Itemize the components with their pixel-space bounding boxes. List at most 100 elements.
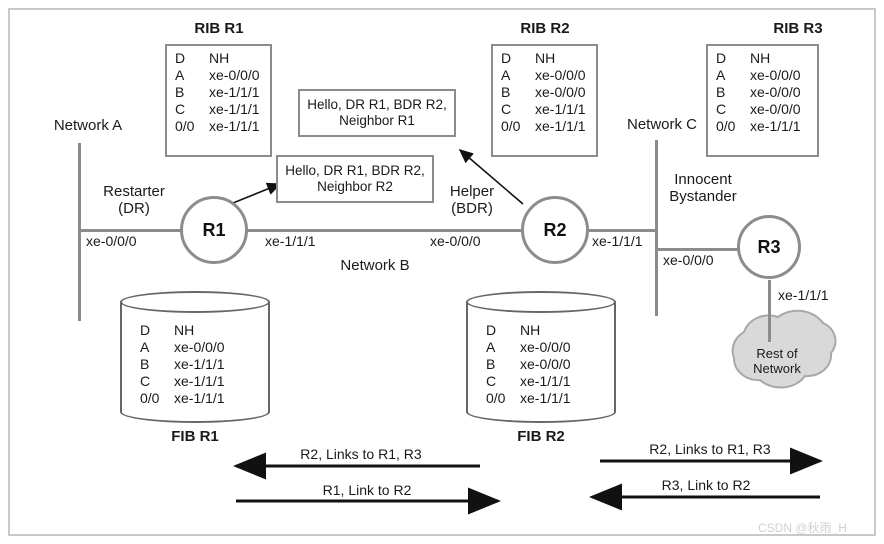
hello-r1-line2: Neighbor R1 xyxy=(339,113,415,128)
rib-r1-rows: D NH A xe-0/0/0 B xe-1/1/1 C xe-1/1/1 0/… xyxy=(175,50,260,135)
rib-r2-row-3: 0/0 xe-1/1/1 xyxy=(501,118,586,135)
rib-r1-row-0: A xe-0/0/0 xyxy=(175,67,260,84)
rib-r2-box xyxy=(491,44,598,157)
fib-r1-cylinder-body xyxy=(120,302,270,412)
fib-r1-rows: D NH A xe-0/0/0 B xe-1/1/1 C xe-1/1/1 0/… xyxy=(140,322,225,407)
link-r1-r2 xyxy=(228,229,523,232)
network-a-label: Network A xyxy=(53,117,123,134)
fib-r1-row-2: C xe-1/1/1 xyxy=(140,373,225,390)
cloud-label: Rest of Network xyxy=(722,326,832,396)
arrow-caption-right-lower: R3, Link to R2 xyxy=(661,477,751,493)
link-neta-r1 xyxy=(78,229,182,232)
link-r2-netc xyxy=(573,229,657,232)
rib-r3-box xyxy=(706,44,819,157)
router-r3[interactable]: R3 xyxy=(737,215,801,279)
fib-r1-row-0: A xe-0/0/0 xyxy=(140,339,225,356)
fib-r2-cylinder-body xyxy=(466,302,616,412)
fib-r2-rows: D NH A xe-0/0/0 B xe-0/0/0 C xe-1/1/1 0/… xyxy=(486,322,571,407)
fib-r2-row-2-nh: xe-1/1/1 xyxy=(520,373,571,389)
rib-r2-row-1: B xe-0/0/0 xyxy=(501,84,586,101)
fib-r1-row-2-d: C xyxy=(140,373,151,389)
fib-r2-row-3-d: 0/0 xyxy=(486,390,506,406)
rib-r3-row-0-d: A xyxy=(716,67,726,83)
router-r3-role-line1: Innocent xyxy=(674,171,732,188)
iface-r2-right: xe-1/1/1 xyxy=(592,233,643,249)
fib-r1-row-0-d: A xyxy=(140,339,150,355)
network-c-label: Network C xyxy=(626,116,697,133)
arrow-caption-left-upper: R2, Links to R1, R3 xyxy=(300,446,422,462)
rib-r3-row-3-nh: xe-1/1/1 xyxy=(750,118,801,134)
rib-r3-row-3: 0/0 xe-1/1/1 xyxy=(716,118,801,135)
fib-r1-row-1: B xe-1/1/1 xyxy=(140,356,225,373)
fib-r2-cylinder xyxy=(466,291,616,423)
fib-r1-header-nh: NH xyxy=(174,322,195,338)
fib-r1-row-2-nh: xe-1/1/1 xyxy=(174,373,225,389)
fib-r2-row-3-nh: xe-1/1/1 xyxy=(520,390,571,406)
fib-r1-header-d: D xyxy=(140,322,151,338)
rib-r2-row-1-d: B xyxy=(501,84,511,100)
fib-r2-row-1-nh: xe-0/0/0 xyxy=(520,356,571,372)
rib-r3-title: RIB R3 xyxy=(773,20,823,37)
rib-r3-header-nh: NH xyxy=(750,50,771,66)
fib-r1-cylinder-top xyxy=(120,291,270,313)
fib-r2-row-1-d: B xyxy=(486,356,496,372)
fib-r2-row-1: B xe-0/0/0 xyxy=(486,356,571,373)
rib-r2-title: RIB R2 xyxy=(520,20,570,37)
rib-r1-row-1-nh: xe-1/1/1 xyxy=(209,84,260,100)
fib-r2-header-nh: NH xyxy=(520,322,541,338)
router-r2[interactable]: R2 xyxy=(521,196,589,264)
hello-r2-line2: Neighbor R2 xyxy=(317,179,393,194)
rib-r1-row-2-d: C xyxy=(175,101,186,117)
iface-r2-left: xe-0/0/0 xyxy=(430,233,481,249)
cloud-line2: Network xyxy=(753,361,801,376)
rib-r3-row-2-nh: xe-0/0/0 xyxy=(750,101,801,117)
rib-r2-row-0-nh: xe-0/0/0 xyxy=(535,67,586,83)
fib-r1-row-3-d: 0/0 xyxy=(140,390,160,406)
router-r3-role-line2: Bystander xyxy=(669,188,737,205)
rib-r1-row-2: C xe-1/1/1 xyxy=(175,101,260,118)
rib-r3-row-1: B xe-0/0/0 xyxy=(716,84,801,101)
rib-r3-row-1-nh: xe-0/0/0 xyxy=(750,84,801,100)
rib-r2-row-0-d: A xyxy=(501,67,511,83)
link-r3-cloud xyxy=(768,280,771,342)
rib-r1-row-0-d: A xyxy=(175,67,185,83)
network-c-bus-line xyxy=(655,140,658,316)
rib-r2-row-1-nh: xe-0/0/0 xyxy=(535,84,586,100)
rib-r2-rows: D NH A xe-0/0/0 B xe-0/0/0 C xe-1/1/1 0/… xyxy=(501,50,586,135)
rib-r2-row-2: C xe-1/1/1 xyxy=(501,101,586,118)
rib-r3-row-0-nh: xe-0/0/0 xyxy=(750,67,801,83)
rib-r1-row-1: B xe-1/1/1 xyxy=(175,84,260,101)
rib-r3-row-1-d: B xyxy=(716,84,726,100)
rib-r1-box xyxy=(165,44,272,157)
fib-r1-cylinder xyxy=(120,291,270,423)
rib-r3-header-d: D xyxy=(716,50,727,66)
rib-r1-row-3-nh: xe-1/1/1 xyxy=(209,118,260,134)
rest-of-network-cloud: Rest of Network xyxy=(722,326,832,396)
router-r3-label: R3 xyxy=(757,236,781,257)
fib-r1-row-3-nh: xe-1/1/1 xyxy=(174,390,225,406)
rib-r2-row-3-nh: xe-1/1/1 xyxy=(535,118,586,134)
router-r1-role-line1: Restarter xyxy=(103,183,165,200)
rib-r1-row-1-d: B xyxy=(175,84,185,100)
rib-r1-row-3: 0/0 xe-1/1/1 xyxy=(175,118,260,135)
router-r1[interactable]: R1 xyxy=(180,196,248,264)
rib-r1-row-2-nh: xe-1/1/1 xyxy=(209,101,260,117)
iface-r1-right: xe-1/1/1 xyxy=(265,233,316,249)
rib-r2-row-3-d: 0/0 xyxy=(501,118,521,134)
fib-r1-row-0-nh: xe-0/0/0 xyxy=(174,339,225,355)
router-r1-label: R1 xyxy=(202,219,226,240)
router-r2-label: R2 xyxy=(543,219,567,240)
fib-r2-row-2: C xe-1/1/1 xyxy=(486,373,571,390)
router-r2-role-line1: Helper xyxy=(449,183,495,200)
rib-r2-header-d: D xyxy=(501,50,512,66)
rib-r2-header-nh: NH xyxy=(535,50,556,66)
rib-r3-row-2-d: C xyxy=(716,101,727,117)
network-b-label: Network B xyxy=(340,257,410,274)
rib-r2-header-row: D NH xyxy=(501,50,586,67)
router-r1-role-line2: (DR) xyxy=(118,200,150,217)
fib-r1-row-1-nh: xe-1/1/1 xyxy=(174,356,225,372)
fib-r2-row-0: A xe-0/0/0 xyxy=(486,339,571,356)
iface-r3-down: xe-1/1/1 xyxy=(778,287,829,303)
link-netc-r3 xyxy=(655,248,740,251)
